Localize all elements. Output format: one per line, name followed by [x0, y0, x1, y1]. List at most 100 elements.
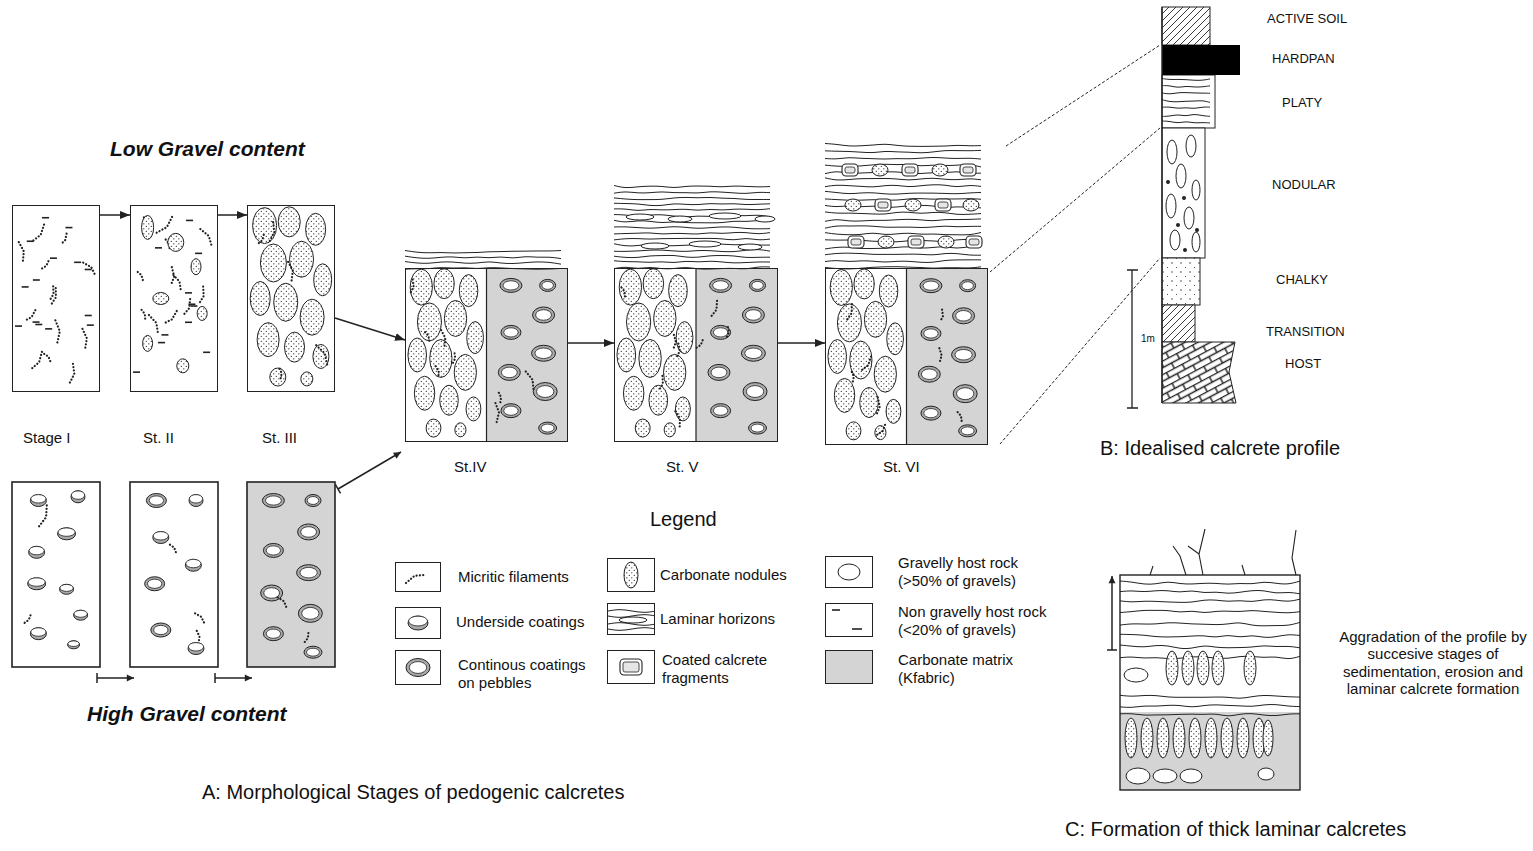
carbonate-nodule	[426, 419, 441, 437]
laminar-line	[1120, 590, 1300, 593]
pebble	[955, 349, 972, 360]
fragment-core	[878, 202, 888, 208]
carbonate-nodule	[1244, 651, 1256, 685]
stage-panel: St. II	[130, 205, 218, 392]
laminar-line	[1120, 581, 1300, 584]
legend-swatch	[395, 562, 441, 592]
laminar-line	[614, 203, 770, 205]
pebble	[31, 628, 46, 636]
micritic-filament	[82, 329, 86, 349]
stage-panel	[247, 482, 335, 667]
micritic-filament	[51, 288, 56, 305]
micritic-filament	[436, 366, 439, 377]
platy-line	[1162, 86, 1210, 88]
underside-coating	[189, 495, 203, 507]
host-dash	[133, 371, 140, 373]
horizon-label: PLATY	[1282, 96, 1322, 111]
stage-label: St. III	[262, 429, 297, 446]
carbonate-nodule	[444, 300, 466, 336]
micritic-filament	[197, 631, 200, 643]
carbonate-nodule	[828, 340, 847, 374]
micritic-filament	[171, 267, 174, 286]
profile-dot	[1166, 180, 1170, 184]
underside-coating	[30, 495, 46, 507]
horizon-label: HOST	[1285, 357, 1321, 372]
laminar-lens	[668, 216, 692, 222]
laminar-line	[1120, 610, 1300, 612]
carbonate-nodule	[278, 207, 300, 237]
fragment-core	[911, 239, 921, 245]
pebble	[307, 497, 319, 505]
pebble	[74, 610, 87, 617]
stage-panel: St. V	[614, 268, 778, 442]
host-dash	[155, 247, 162, 249]
pebble	[1126, 768, 1150, 784]
root-crack	[1188, 546, 1199, 554]
carbonate-nodule	[1173, 718, 1185, 758]
legend-symbol	[608, 651, 654, 683]
figure-label: C: Formation of thick laminar calcretes	[1065, 818, 1406, 841]
laminar-lens	[738, 244, 762, 250]
legend-swatch	[825, 603, 873, 637]
micritic-filament	[411, 280, 414, 293]
carbonate-nodule	[417, 303, 441, 341]
micritic-filament	[195, 613, 204, 623]
laminar-line	[1120, 705, 1300, 708]
calcrete-fragment	[620, 659, 642, 675]
carbonate-nodule	[1263, 720, 1273, 756]
underside-coating	[68, 641, 80, 649]
micritic-filament	[39, 505, 47, 526]
laminar-lens	[709, 213, 741, 219]
laminar-line	[614, 261, 770, 263]
micritic-filament	[958, 412, 962, 421]
laminar-line	[614, 232, 770, 234]
carbonate-nodule	[285, 332, 305, 362]
laminar-line	[1120, 599, 1300, 602]
root-crack	[1173, 546, 1186, 575]
carbonate-nodule	[635, 419, 650, 437]
laminar-line	[1120, 634, 1300, 637]
laminar-line	[614, 238, 770, 240]
block-outline	[1120, 575, 1300, 790]
micritic-filament	[441, 330, 445, 347]
host-dash	[185, 292, 192, 294]
pebble	[58, 528, 75, 536]
micritic-filament	[49, 286, 53, 301]
profile-nodule	[1167, 140, 1177, 164]
calcrete-fragment	[960, 164, 976, 176]
carbonate-nodule	[1157, 718, 1169, 758]
legend-text: Carbonate nodules	[660, 566, 787, 584]
stage-panel: Stage I	[12, 205, 100, 392]
horizon-label: ACTIVE SOIL	[1267, 12, 1347, 27]
carbonate-nodule	[1221, 718, 1233, 758]
laminar-lens	[641, 243, 669, 249]
laminar-line	[1120, 645, 1300, 649]
underside-coating	[408, 616, 428, 630]
carbonate-nodule	[846, 422, 861, 440]
carbonate-nodule	[314, 264, 332, 296]
underside-coating	[58, 528, 76, 540]
underside-coating	[28, 578, 46, 590]
pebble	[751, 424, 764, 432]
horizon-label: TRANSITION	[1266, 325, 1345, 340]
profile-edge	[1161, 7, 1162, 403]
micritic-filament	[157, 217, 172, 233]
continuous-coating	[918, 366, 940, 382]
pebble	[28, 578, 45, 586]
pebble	[542, 281, 554, 289]
continuous-coating	[708, 364, 730, 380]
calcrete-fragment	[902, 164, 918, 176]
figure-label: Legend	[650, 508, 717, 531]
pebble	[1258, 768, 1274, 780]
platy-line	[1162, 115, 1210, 117]
pebble	[147, 579, 161, 588]
legend-text: Gravelly host rock (>50% of gravels)	[898, 554, 1048, 590]
panel-divider	[486, 268, 487, 442]
carbonate-nodule	[887, 323, 904, 355]
profile-dot	[1183, 248, 1187, 252]
continuous-coating	[151, 623, 171, 637]
stage-panel: St.IV	[405, 268, 568, 442]
carbonate-nodule	[177, 359, 189, 373]
micritic-filament	[24, 310, 35, 321]
